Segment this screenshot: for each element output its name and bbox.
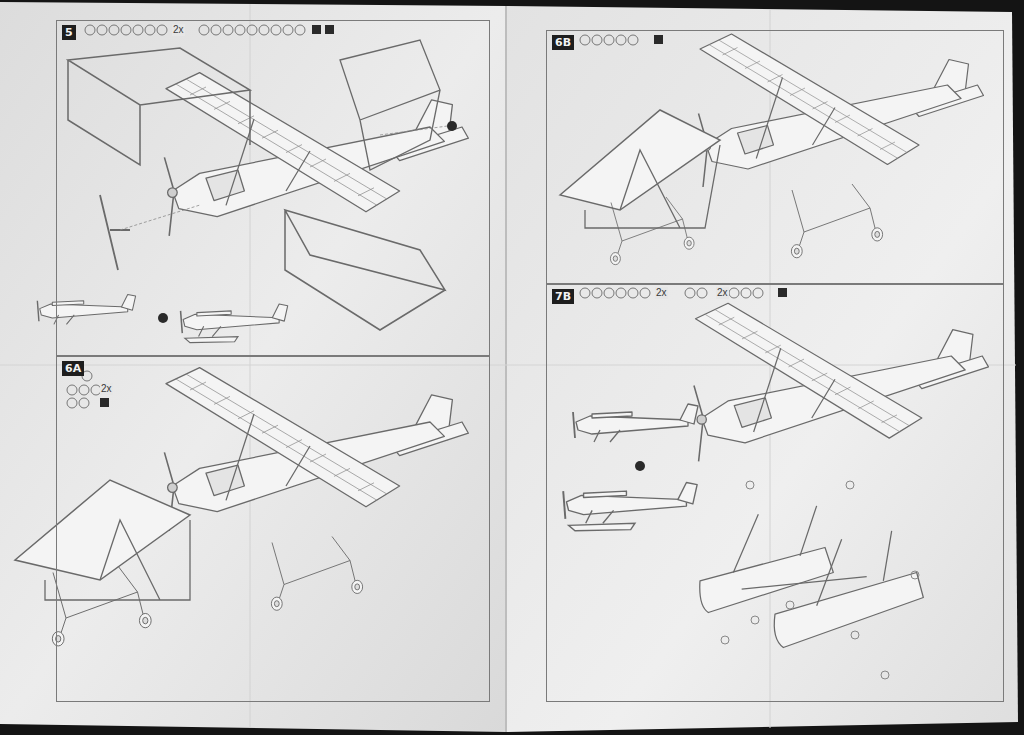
step-number: 7B — [552, 289, 574, 304]
step-panel: 6A — [56, 356, 490, 702]
quantity-label: 2x — [100, 383, 113, 395]
step-panel: 7B — [546, 284, 1004, 702]
step-panel: 5 — [56, 20, 490, 356]
quantity-label: 2x — [655, 287, 668, 299]
step-number: 5 — [62, 25, 76, 40]
quantity-label: 2x — [172, 24, 185, 36]
step-panel: 6B — [546, 30, 1004, 284]
step-number: 6A — [62, 361, 84, 376]
step-number: 6B — [552, 35, 574, 50]
quantity-label: 2x — [716, 287, 729, 299]
